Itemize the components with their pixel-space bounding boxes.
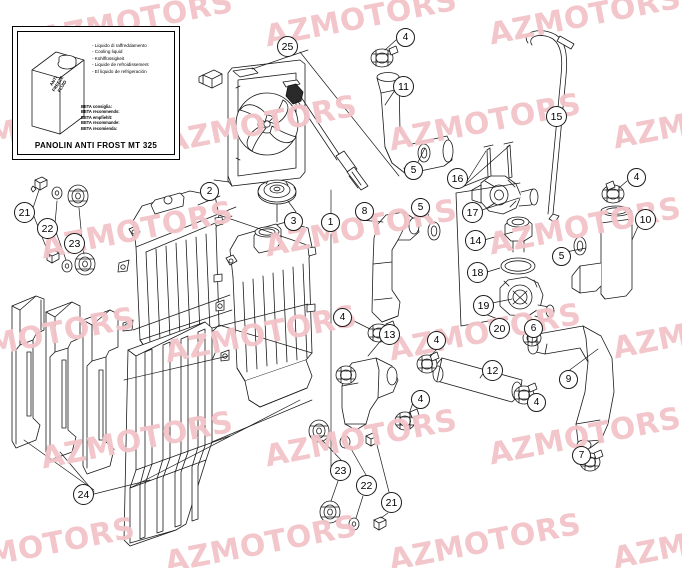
clamp-4e2-art (394, 408, 420, 431)
clamp-4e-art (335, 365, 357, 385)
callout-hose-clamp[interactable]: 4 (627, 168, 646, 187)
callout-upper-radiator-hose[interactable]: 11 (393, 76, 414, 97)
callout-pump-cover[interactable]: 19 (473, 295, 494, 316)
fan-assembly-art (213, 59, 369, 191)
callout-overflow-breather-tube[interactable]: 15 (546, 106, 567, 127)
beta-rec-es: BETA recomienda: (81, 125, 118, 131)
hose-8-art (371, 211, 420, 323)
callout-right-radiator[interactable]: 1 (321, 213, 340, 232)
coolant-info-box-inner: ANTI FREEZE FLUID - Liquido di raffredda… (17, 31, 175, 155)
callout-mounting-bolt[interactable]: 21 (381, 492, 402, 513)
callout-mounting-bolt[interactable]: 21 (14, 202, 35, 223)
clamp-4a-art (370, 45, 399, 68)
seal-5c-art (573, 236, 587, 256)
left-mount-hardware-art (30, 176, 96, 276)
callout-water-pump-body[interactable]: 17 (462, 202, 483, 223)
hose-11-art (376, 72, 454, 175)
callout-left-radiator[interactable]: 2 (200, 182, 219, 201)
coolant-name-it: - Liquido di raffreddamento (92, 43, 147, 48)
callout-washer[interactable]: 22 (37, 218, 58, 239)
callout-hose-clamp[interactable]: 4 (333, 308, 352, 327)
coolant-product-name: PANOLIN ANTI FROST MT 325 (34, 141, 158, 150)
beta-rec-fr: BETA recommande: (81, 120, 120, 126)
coolant-info-box: ANTI FREEZE FLUID - Liquido di raffredda… (12, 26, 180, 160)
radiator-guard-art (11, 295, 213, 547)
callout-hose-clamp[interactable]: 4 (527, 393, 546, 412)
callout-hose-clamp[interactable]: 4 (396, 28, 415, 47)
coolant-bottle-icon (31, 51, 85, 135)
coolant-name-es: - El liquido de refrigeración (92, 68, 147, 74)
seal-5b-art (427, 221, 441, 241)
fan-screw-art (198, 69, 223, 89)
callout-pump-cover-screw[interactable]: 20 (489, 318, 510, 339)
bottom-mount-hardware-art (308, 419, 387, 531)
callout-o-ring-seal[interactable]: 5 (552, 247, 571, 266)
callout-gasket-ring[interactable]: 18 (467, 262, 488, 283)
callout-thermostat[interactable]: 14 (465, 230, 486, 251)
right-radiator-art (215, 221, 317, 408)
coolant-name-de: - Kühlflüssigkeit (92, 55, 125, 61)
water-pump-art (455, 141, 555, 327)
coolant-language-list: - Liquido di raffreddamento - Cooling li… (92, 43, 184, 75)
callout-radiator-guard[interactable]: 24 (73, 484, 94, 505)
clamp-4b-art (601, 180, 625, 204)
callout-straight-hose[interactable]: 12 (482, 360, 503, 381)
hose-12-art (432, 357, 523, 403)
callout-o-ring-seal[interactable]: 5 (404, 161, 423, 180)
callout-washer[interactable]: 22 (356, 475, 377, 496)
callout-radiator-hose[interactable]: 8 (355, 202, 374, 221)
callout-o-ring-seal[interactable]: 5 (411, 198, 430, 217)
callout-rubber-grommet[interactable]: 23 (330, 460, 351, 481)
callout-rubber-grommet[interactable]: 23 (64, 233, 85, 254)
callout-expansion-tank[interactable]: 10 (635, 209, 656, 230)
clamp-4d-art (416, 351, 440, 374)
callout-seal-washer[interactable]: 6 (524, 319, 543, 338)
radiator-cap-art (257, 179, 297, 223)
callout-lower-radiator-hose[interactable]: 13 (379, 324, 400, 345)
callout-radiator-cap[interactable]: 3 (284, 212, 303, 231)
callout-pump-screw[interactable]: 16 (447, 168, 468, 189)
callout-curved-hose[interactable]: 9 (559, 370, 578, 389)
beta-rec-en: BETA recommends: (81, 109, 120, 115)
callout-hose-clamp[interactable]: 4 (427, 331, 446, 350)
beta-rec-de: BETA empfiehlt: (81, 114, 113, 120)
seal-5a-art (417, 143, 431, 163)
expansion-tank-art (571, 205, 633, 300)
callout-cooling-fan-assembly[interactable]: 25 (277, 36, 298, 57)
tube-15-art (525, 30, 575, 223)
callout-hose-clamp[interactable]: 7 (572, 446, 591, 465)
coolant-name-fr: - Liquide de refroidissement (92, 62, 149, 68)
beta-rec-it: BETA consiglia: (81, 104, 112, 109)
callout-hose-clamp[interactable]: 4 (411, 390, 430, 409)
coolant-name-en: - Cooling liquid (92, 49, 123, 55)
beta-recommendation-list: BETA consiglia: BETA recommends: BETA em… (81, 104, 161, 131)
